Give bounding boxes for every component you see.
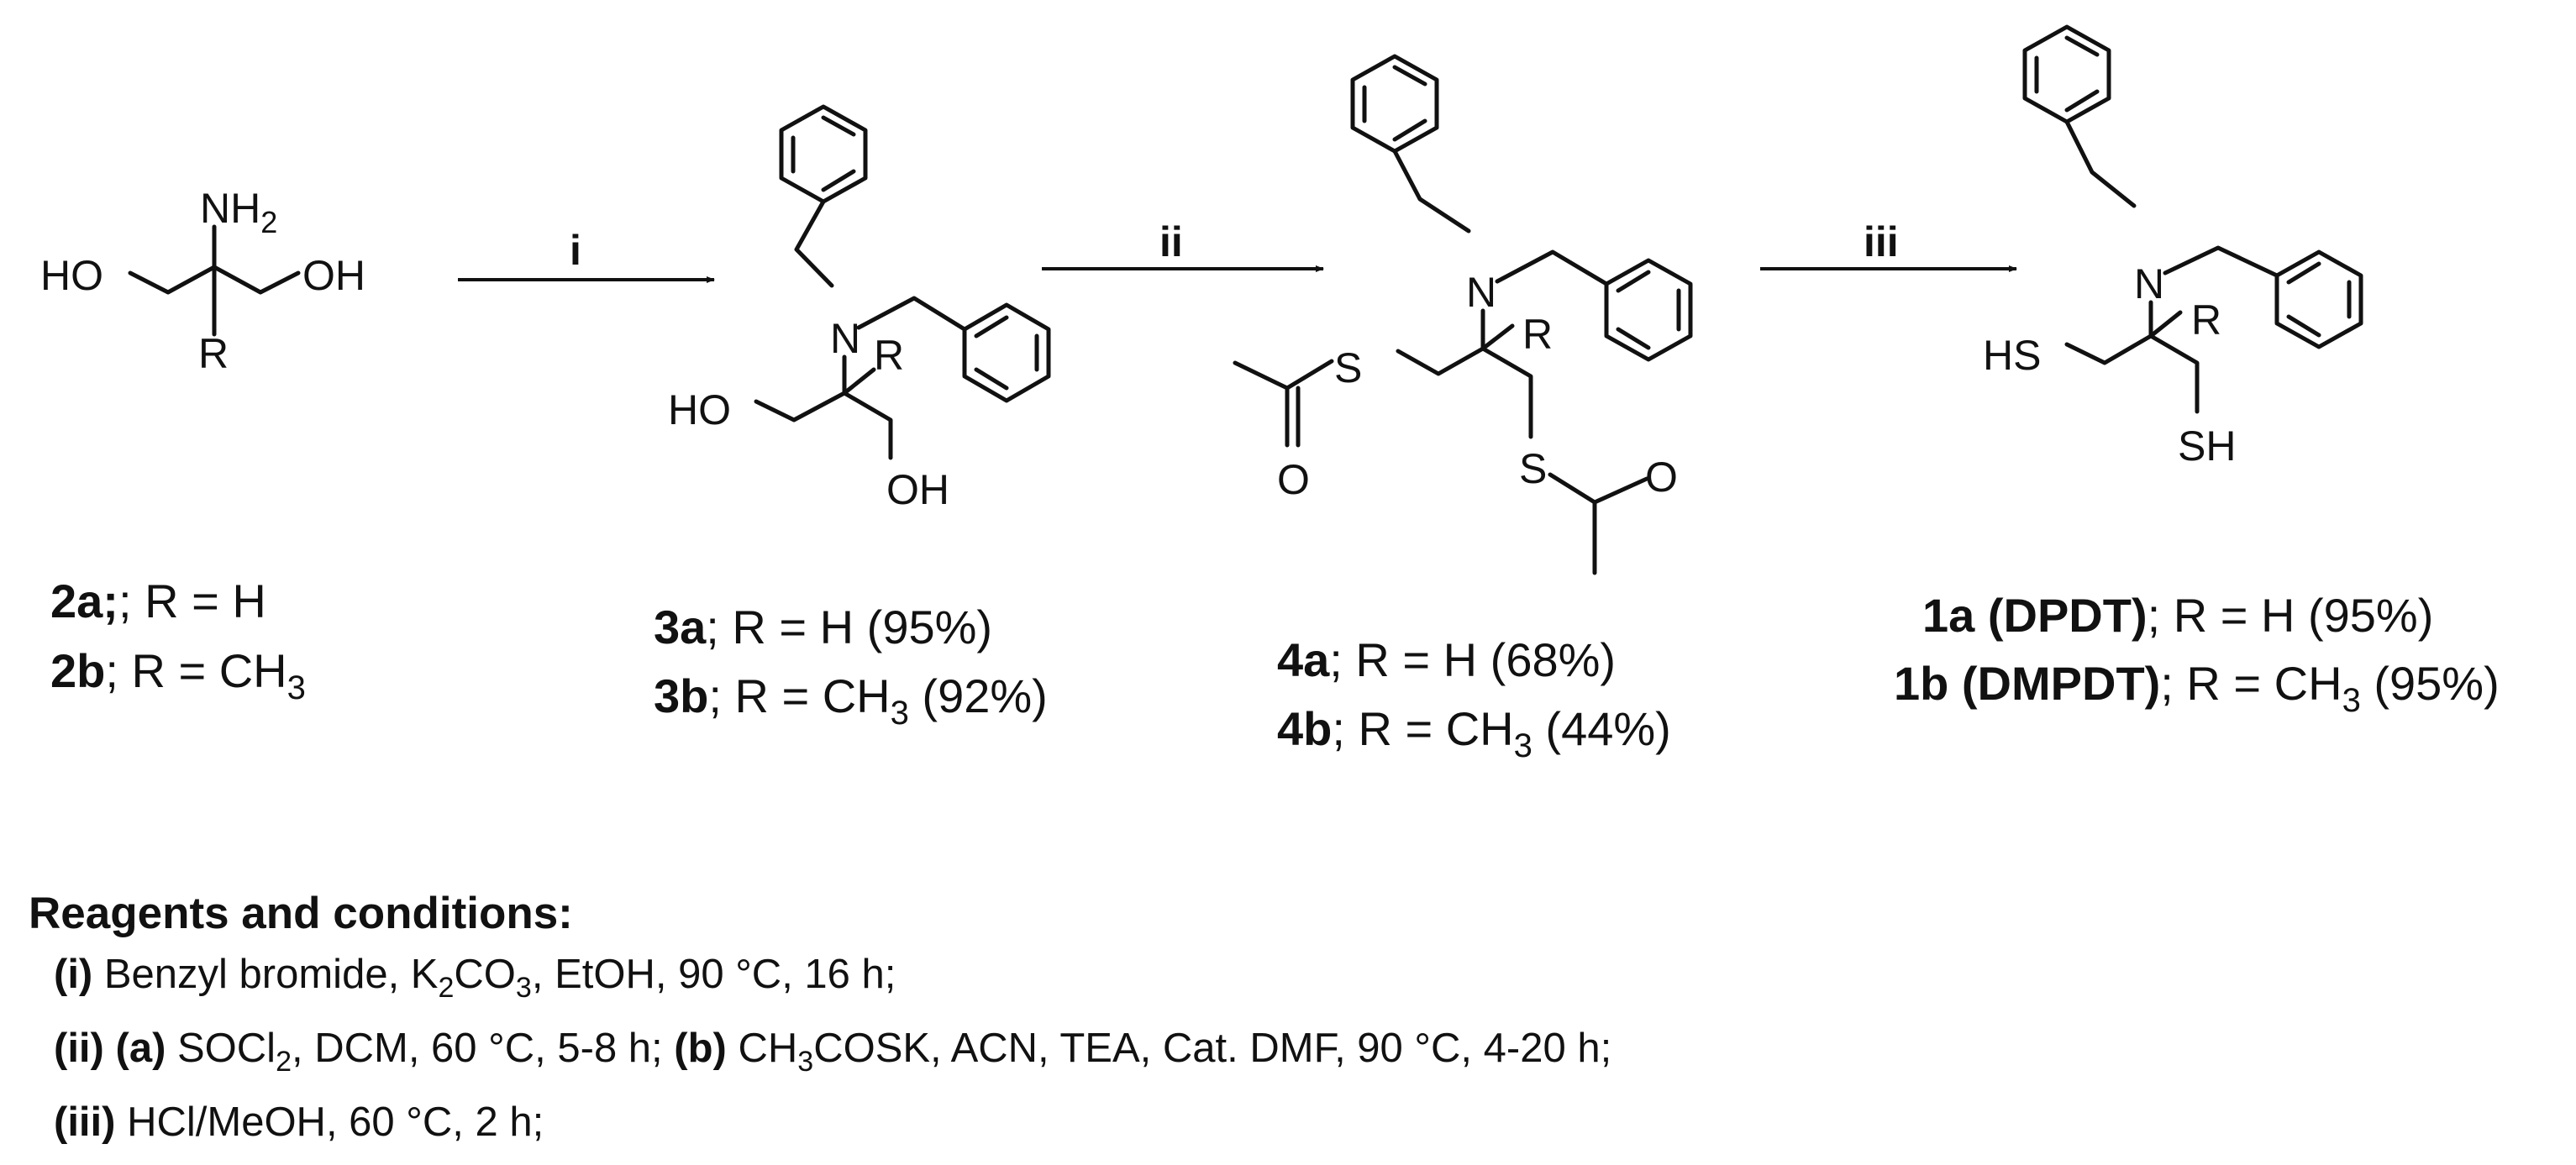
arrow-step-i: i [458,227,715,283]
label-3a: 3a; R = H (95%) [654,601,992,653]
step-label-ii: ii [1159,218,1183,265]
atom-n-1: N [2134,260,2164,307]
atom-s-right: S [1519,445,1547,492]
atom-n-4: N [1466,269,1496,316]
atom-hs: HS [1983,332,2041,379]
atom-n: N [830,315,860,362]
label-2b: 2b; R = CH3 [50,644,306,706]
atom-ho: HO [40,252,103,299]
atom-nh2: NH2 [200,185,277,239]
label-4b: 4b; R = CH3 (44%) [1277,702,1671,764]
compound-2-structure: NH2 HO OH R [40,185,365,377]
label-1a: 1a (DPDT); R = H (95%) [1922,589,2433,642]
label-4a: 4a; R = H (68%) [1277,633,1616,686]
atom-oh: OH [302,252,365,299]
condition-iii: (iii) HCl/MeOH, 60 °C, 2 h; [54,1099,544,1145]
reagents-conditions: Reagents and conditions: (i) Benzyl brom… [29,884,1611,1152]
step-label-iii: iii [1864,218,1899,265]
condition-ii: (ii) (a) SOCl2, DCM, 60 °C, 5-8 h; (b) C… [54,1025,1612,1078]
label-2a: 2a;; R = H [50,575,266,627]
compound-4-structure: N R S O S O [1233,54,1693,575]
condition-i: (i) Benzyl bromide, K2CO3, EtOH, 90 °C, … [54,952,896,1004]
atom-r-3: R [874,332,904,379]
compound-labels: 2a;; R = H 2b; R = CH3 3a; R = H (95%) 3… [50,575,2500,764]
compound-1-structure: N R HS SH [1983,24,2363,470]
atom-o-left: O [1277,456,1310,503]
atom-oh-3: OH [886,466,949,513]
atom-sh: SH [2178,422,2236,470]
atom-o-right: O [1645,454,1678,501]
conditions-heading: Reagents and conditions: [29,889,573,938]
atom-r: R [198,330,229,377]
atom-s-left: S [1334,344,1362,391]
arrow-step-ii: ii [1042,218,1324,272]
compound-3-structure: N R HO OH [668,104,1051,513]
atom-r-4: R [1522,311,1553,358]
label-1b: 1b (DMPDT); R = CH3 (95%) [1894,657,2500,719]
atom-r-1: R [2191,296,2221,344]
atom-ho-3: HO [668,386,731,433]
step-label-i: i [570,227,581,274]
arrow-step-iii: iii [1760,218,2017,272]
label-3b: 3b; R = CH3 (92%) [654,669,1048,732]
